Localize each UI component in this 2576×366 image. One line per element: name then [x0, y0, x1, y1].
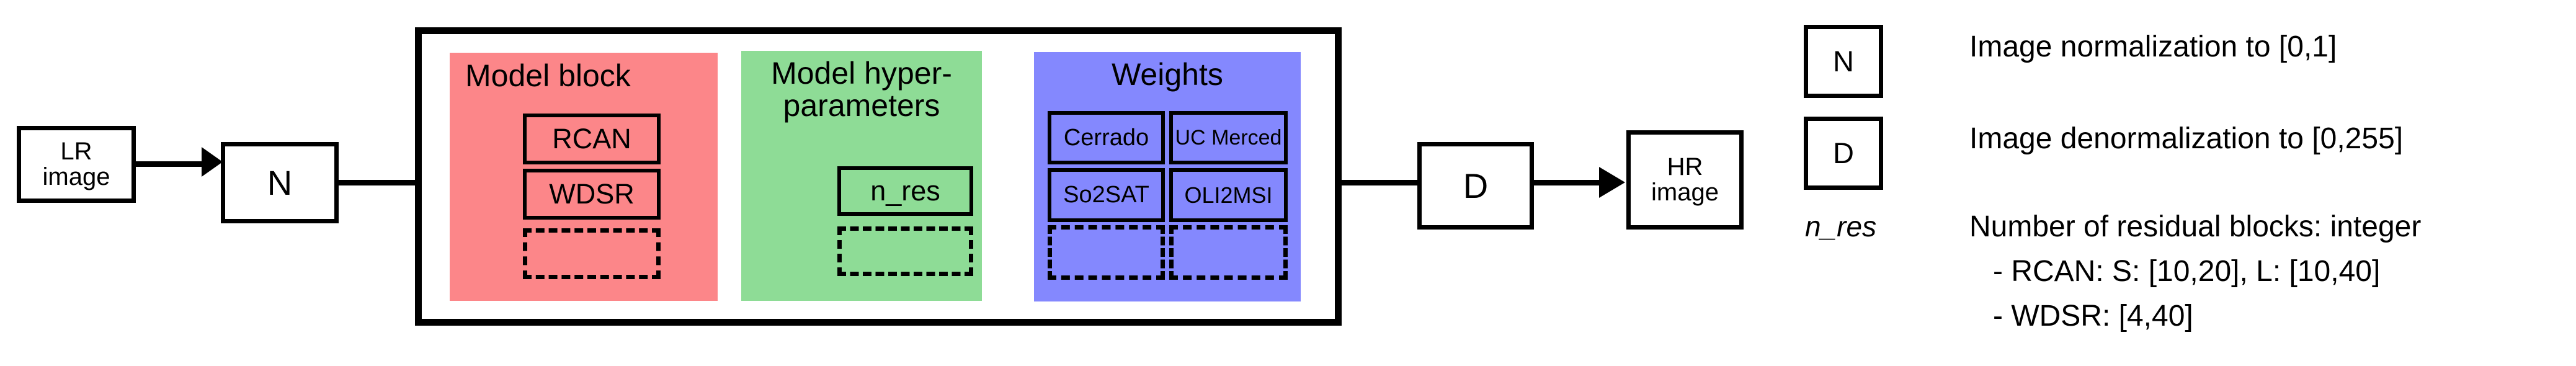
- hr-image-box: HR image: [1626, 130, 1744, 230]
- connector-d-to-hr: [1534, 180, 1607, 185]
- weights-placeholder-left: [1048, 225, 1165, 280]
- group-weights: [1034, 52, 1301, 301]
- denormalization-box: D: [1417, 142, 1534, 230]
- weights-item-uc-merced-label: UC Merced: [1175, 125, 1282, 150]
- legend-symbol-n-res: n_res: [1805, 210, 1877, 243]
- lr-image-line1: LR: [60, 138, 92, 166]
- normalization-label: N: [267, 163, 293, 202]
- model-block-placeholder: [523, 228, 661, 279]
- hr-image-line1: HR: [1667, 153, 1703, 181]
- weights-item-oli2msi: OLI2MSI: [1169, 168, 1288, 222]
- connector-pipeline-to-d: [1342, 180, 1421, 185]
- model-block-item-rcan-label: RCAN: [552, 123, 631, 154]
- hyperparameters-item-n-res-label: n_res: [870, 175, 940, 207]
- connector-lr-to-n: [136, 161, 204, 167]
- connector-n-to-pipeline: [339, 180, 419, 185]
- legend-symbol-n-label: N: [1833, 45, 1854, 78]
- legend-symbol-n: N: [1804, 25, 1883, 98]
- hr-image-line2: image: [1651, 179, 1719, 206]
- group-model-hyperparameters-title: Model hyper- parameters: [771, 56, 952, 123]
- model-block-item-wdsr-label: WDSR: [549, 178, 635, 210]
- weights-placeholder-right: [1169, 225, 1288, 280]
- group-model-block-title: Model block: [465, 58, 631, 93]
- legend-text-normalization: Image normalization to [0,1]: [1969, 30, 2337, 63]
- weights-item-uc-merced: UC Merced: [1169, 111, 1288, 164]
- arrowhead-d-to-hr: [1599, 167, 1625, 198]
- legend-text-denormalization: Image denormalization to [0,255]: [1969, 122, 2404, 155]
- normalization-box: N: [221, 142, 339, 223]
- group-weights-title: Weights: [1112, 57, 1223, 92]
- lr-image-box: LR image: [17, 126, 136, 203]
- legend-text-n-res-wdsr: - WDSR: [4,40]: [1993, 300, 2193, 333]
- weights-item-cerrado-label: Cerrado: [1063, 124, 1149, 151]
- weights-item-so2sat: So2SAT: [1048, 168, 1165, 222]
- legend-text-n-res: Number of residual blocks: integer: [1969, 210, 2422, 243]
- weights-item-so2sat-label: So2SAT: [1063, 182, 1149, 208]
- weights-item-oli2msi-label: OLI2MSI: [1184, 182, 1273, 208]
- group-model-hyperparameters: [741, 51, 982, 301]
- legend-symbol-d-label: D: [1833, 136, 1854, 170]
- weights-item-cerrado: Cerrado: [1048, 111, 1165, 164]
- group-model-block: [450, 53, 718, 301]
- hyperparameters-item-n-res: n_res: [837, 166, 973, 216]
- denormalization-label: D: [1463, 166, 1489, 205]
- legend-text-n-res-rcan: - RCAN: S: [10,20], L: [10,40]: [1993, 255, 2381, 288]
- lr-image-line2: image: [42, 163, 110, 190]
- model-block-item-wdsr: WDSR: [523, 169, 661, 220]
- model-block-item-rcan: RCAN: [523, 114, 661, 164]
- arrowhead-lr-to-n: [202, 147, 223, 177]
- legend-symbol-d: D: [1804, 117, 1883, 190]
- hyperparameters-placeholder: [837, 226, 973, 276]
